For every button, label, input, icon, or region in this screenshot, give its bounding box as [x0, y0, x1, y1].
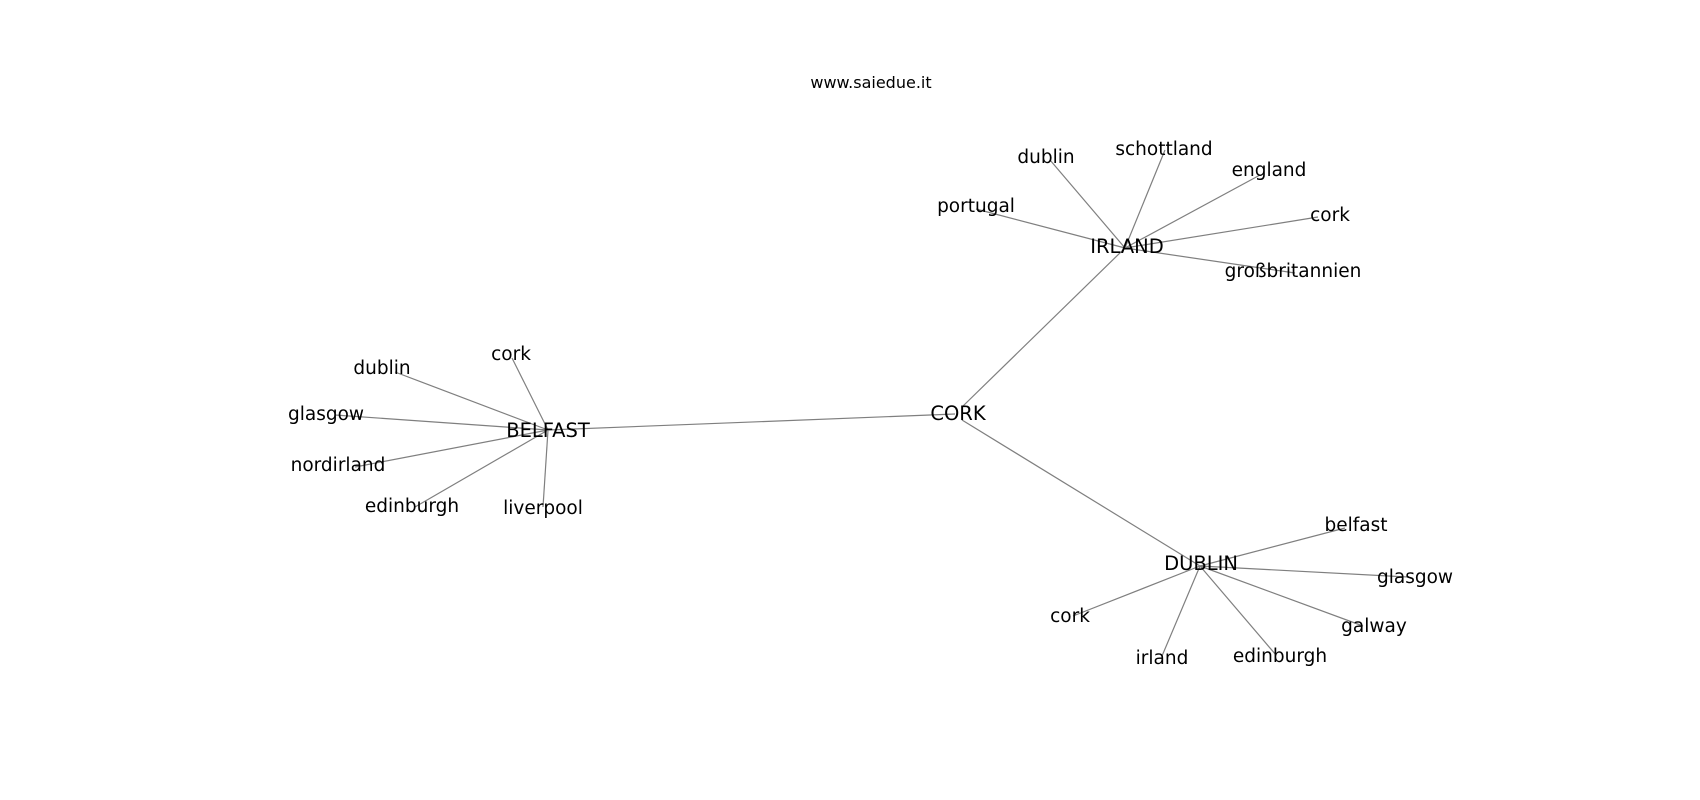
- node-dublin-leaf: glasgow: [1377, 567, 1453, 588]
- edge-cork-dublin: [961, 419, 1201, 567]
- node-belfast-leaf: glasgow: [288, 404, 364, 425]
- edge-dublin-glasgow: [1199, 565, 1409, 578]
- node-hub-belfast: BELFAST: [506, 419, 590, 442]
- edge-dublin-belfast: [1199, 527, 1346, 567]
- node-belfast-leaf: liverpool: [503, 498, 583, 519]
- node-dublin-leaf: edinburgh: [1233, 646, 1327, 667]
- edge-irland-grossbritannien: [1124, 247, 1296, 274]
- edge-irland-schottland: [1124, 149, 1166, 249]
- edge-cork-irland: [961, 247, 1126, 408]
- edge-dublin-cork: [1072, 565, 1201, 617]
- node-dublin-leaf: belfast: [1324, 515, 1387, 536]
- node-dublin-leaf: cork: [1050, 606, 1090, 627]
- edge-belfast-liverpool: [542, 429, 549, 508]
- edge-irland-portugal: [975, 208, 1126, 249]
- node-dublin-leaf: irland: [1136, 648, 1189, 669]
- node-hub-dublin: DUBLIN: [1164, 552, 1238, 575]
- node-irland-leaf: dublin: [1017, 147, 1074, 168]
- node-belfast-leaf: cork: [491, 344, 531, 365]
- node-irland-leaf: portugal: [937, 196, 1015, 217]
- node-belfast-leaf: dublin: [353, 358, 410, 379]
- node-dublin-leaf: galway: [1341, 616, 1407, 637]
- edge-irland-dublin: [1049, 159, 1126, 249]
- edge-dublin-edinburgh: [1199, 565, 1277, 656]
- node-labels: CORK BELFAST cork dublin glasgow nordirl…: [288, 139, 1453, 669]
- edge-belfast-nordirland: [354, 429, 549, 468]
- edge-irland-england: [1124, 174, 1261, 249]
- edge-belfast-cork: [511, 357, 549, 431]
- node-belfast-leaf: edinburgh: [365, 496, 459, 517]
- node-irland-leaf: england: [1232, 160, 1307, 181]
- edge-belfast-edinburgh: [414, 429, 549, 508]
- edge-irland-cork: [1124, 216, 1319, 249]
- edge-belfast-glasgow: [334, 414, 549, 431]
- edge-belfast-dublin: [394, 371, 549, 431]
- node-center: CORK: [930, 402, 987, 425]
- edge-cork-belfast: [547, 413, 956, 431]
- edge-dublin-irland: [1161, 565, 1201, 657]
- node-belfast-leaf: nordirland: [291, 455, 386, 476]
- node-hub-irland: IRLAND: [1090, 235, 1164, 258]
- node-irland-leaf: großbritannien: [1225, 261, 1362, 282]
- node-irland-leaf: cork: [1310, 205, 1350, 226]
- node-irland-leaf: schottland: [1115, 139, 1212, 160]
- credit-text: www.saiedue.it: [810, 73, 931, 92]
- edge-dublin-galway: [1199, 565, 1364, 627]
- edges: [334, 149, 1409, 657]
